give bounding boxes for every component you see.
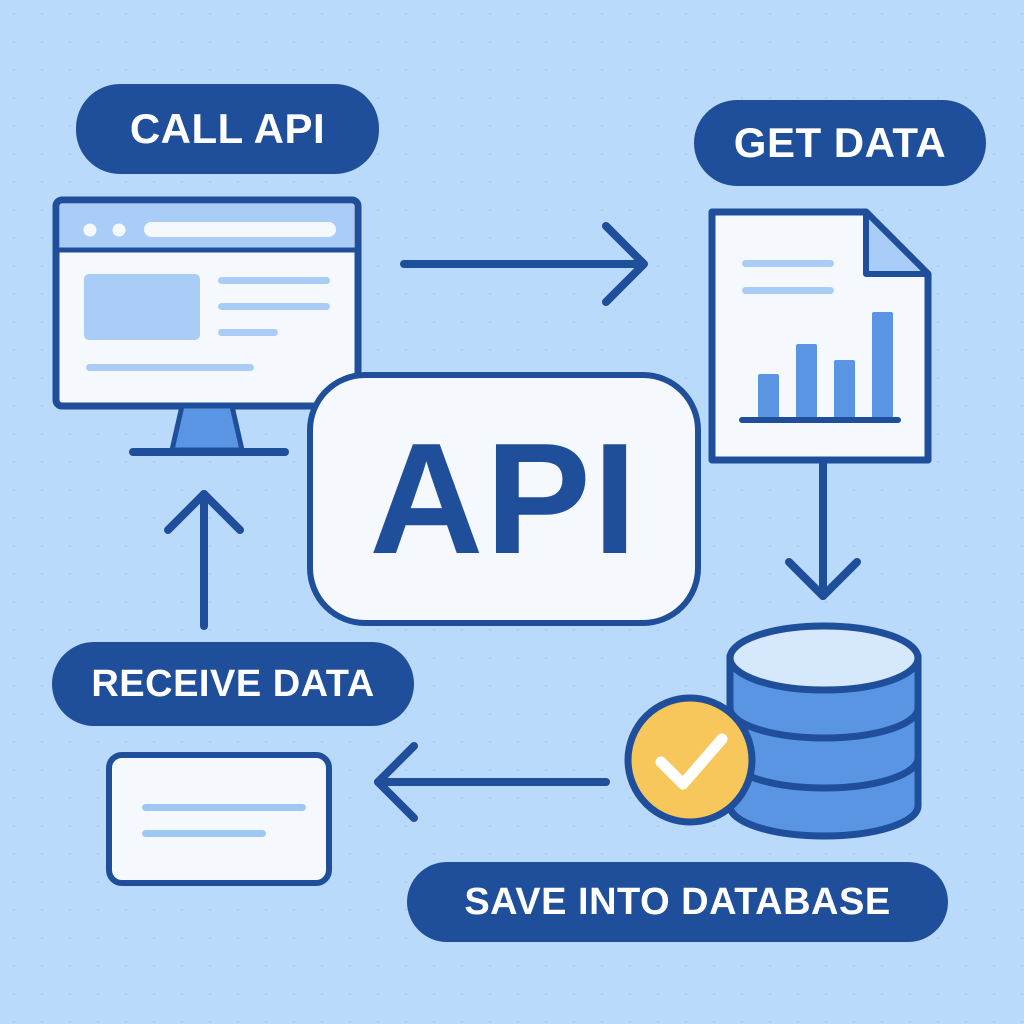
card-icon — [106, 752, 332, 886]
database-icon — [726, 622, 922, 840]
save-into-database-label: SAVE INTO DATABASE — [407, 862, 948, 942]
check-badge-icon — [624, 694, 756, 826]
call-api-label: CALL API — [76, 84, 379, 174]
card-line — [142, 830, 266, 837]
arrow-up-icon — [164, 490, 244, 630]
document-chart-icon — [708, 208, 932, 464]
api-center-box: API — [307, 372, 701, 626]
receive-data-label: RECEIVE DATA — [52, 642, 414, 726]
arrow-down-icon — [785, 460, 861, 600]
arrow-right-icon — [400, 222, 648, 306]
card-line — [142, 804, 306, 811]
monitor-icon — [52, 196, 362, 456]
get-data-label: GET DATA — [694, 100, 986, 186]
api-center-label: API — [369, 410, 639, 587]
arrow-left-icon — [374, 742, 610, 822]
